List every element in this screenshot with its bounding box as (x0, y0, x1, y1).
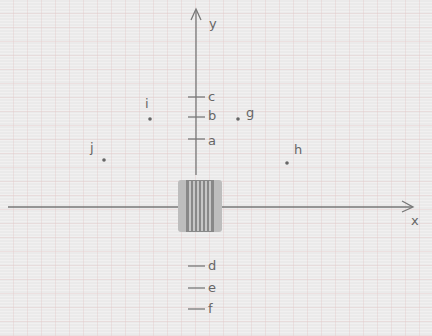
coil (178, 180, 222, 232)
point-label: b (208, 109, 216, 122)
point-label: d (208, 259, 216, 272)
point-label: y (209, 17, 217, 30)
point-label: x (411, 214, 419, 227)
point-label: h (294, 143, 302, 156)
point-label: e (208, 281, 216, 294)
tick-marks (188, 97, 205, 309)
y-arrowhead (191, 9, 201, 20)
point-label: g (246, 106, 254, 119)
y-axis (195, 10, 196, 175)
point-label: f (208, 302, 213, 315)
point-label: c (208, 90, 215, 103)
point-label: a (208, 134, 216, 147)
point-label: i (145, 97, 149, 110)
point-label: j (90, 141, 94, 154)
points (102, 117, 289, 165)
x-arrowhead (402, 201, 413, 212)
